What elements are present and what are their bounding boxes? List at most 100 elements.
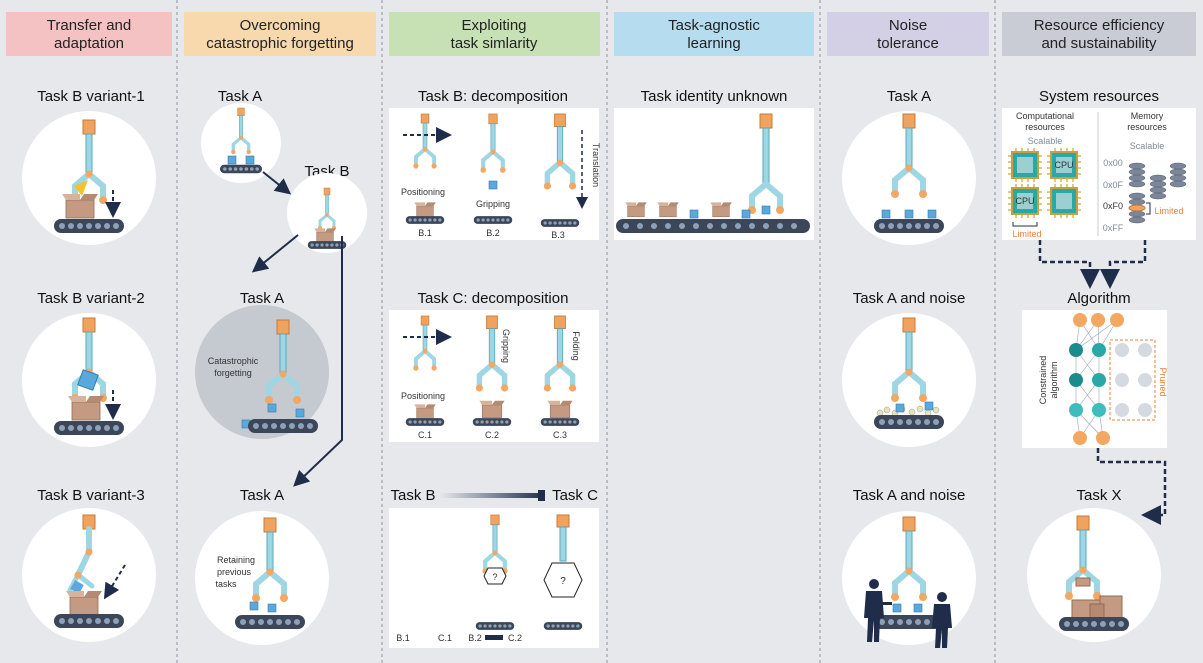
task-label: Task A	[240, 487, 284, 504]
network-nodes	[1069, 313, 1152, 445]
box-icon	[624, 202, 648, 218]
box-icon	[65, 590, 103, 616]
step-label: C.3	[553, 430, 567, 440]
step-label: B.3	[551, 230, 565, 240]
person-icon	[932, 592, 952, 648]
step-label: B.1	[418, 228, 432, 238]
algorithm-title: Algorithm	[1067, 290, 1130, 307]
mem-title: resources	[1127, 122, 1167, 132]
conveyor-icon	[540, 219, 580, 227]
conveyor-icon	[1059, 617, 1129, 631]
retain-text: tasks	[215, 579, 237, 589]
task-x-label: Task X	[1076, 487, 1121, 504]
scalable-label: Scalable	[1028, 136, 1063, 146]
header-line: Overcoming	[240, 17, 321, 34]
retain-text: Retaining	[217, 555, 255, 565]
conveyor-icon	[540, 418, 580, 426]
unknown-mark: ?	[492, 572, 497, 582]
header-line: catastrophic forgetting	[206, 35, 354, 52]
col6-resources: System resources Computational resources…	[1002, 88, 1196, 642]
action-label: Gripping	[501, 329, 511, 363]
pruned-label: Pruned	[1158, 367, 1168, 396]
conveyor-icon	[54, 219, 124, 233]
memory-stack-icon	[1128, 162, 1187, 224]
task-c-label: Task C	[552, 487, 598, 504]
task-label: Task A	[240, 290, 284, 307]
box-icon	[479, 400, 505, 418]
noise-label: Task A and noise	[853, 487, 966, 504]
conveyor-icon	[248, 419, 318, 433]
task-unknown-label: Task identity unknown	[641, 88, 788, 105]
header-line: task simlarity	[451, 35, 538, 52]
header-line: Transfer and	[47, 17, 132, 34]
cf-text: forgetting	[214, 368, 252, 378]
conveyor-icon	[405, 418, 445, 426]
mem-title: Memory	[1131, 111, 1164, 121]
box-icon	[61, 193, 99, 219]
conveyor-icon	[235, 615, 305, 629]
box-icon	[656, 202, 680, 218]
step-label: C.2	[485, 430, 499, 440]
noise-label: Task A	[887, 88, 931, 105]
header-forgetting: Overcoming catastrophic forgetting	[184, 12, 376, 56]
box-icon	[547, 400, 573, 418]
conveyor-icon	[54, 421, 124, 435]
header-transfer: Transfer and adaptation	[6, 12, 172, 56]
task-b-label: Task B	[390, 487, 435, 504]
constrained-label: Constrained	[1038, 356, 1048, 405]
conveyor-icon	[473, 216, 513, 224]
col3-similarity: Task B: decomposition Positioning B.1 Gr…	[389, 88, 601, 648]
unknown-mark: ?	[560, 576, 566, 587]
header-line: tolerance	[877, 35, 939, 52]
col1-transfer: Task B variant-1 Task B variant-2 Task B…	[22, 88, 156, 642]
box-icon	[413, 202, 437, 218]
header-line: Task-agnostic	[668, 17, 760, 34]
pruned-box	[1109, 339, 1156, 421]
comp-title: Computational	[1016, 111, 1074, 121]
transition-bar	[440, 493, 545, 498]
column-headers: Transfer and adaptation Overcoming catas…	[6, 12, 1196, 56]
header-line: Noise	[889, 17, 927, 34]
header-line: and sustainability	[1041, 35, 1157, 52]
noise-label: Task A and noise	[853, 290, 966, 307]
task-label: Task A	[218, 88, 262, 105]
col4-agnostic: Task identity unknown	[614, 88, 814, 240]
limited-label: Limited	[1012, 229, 1041, 239]
decomp-title: Task C: decomposition	[418, 290, 569, 307]
box-icon	[413, 404, 437, 420]
cpu-icon	[1046, 183, 1082, 219]
comp-title: resources	[1025, 122, 1065, 132]
conveyor-icon	[874, 415, 944, 429]
conveyor-icon	[472, 418, 512, 426]
conveyor-icon	[543, 622, 583, 630]
address-label: 0x00	[1103, 158, 1123, 168]
conveyor-icon	[874, 219, 944, 233]
action-label: Positioning	[401, 391, 445, 401]
person-icon	[864, 579, 892, 642]
step-label: B.2	[468, 633, 482, 643]
step-label: B.2	[486, 228, 500, 238]
header-line: Resource efficiency	[1034, 17, 1165, 34]
cpu-text: CPU	[1015, 196, 1034, 206]
box-icon	[709, 202, 733, 218]
limited-label: Limited	[1154, 206, 1183, 216]
address-label: 0x0F	[1103, 180, 1124, 190]
col5-noise: Task A Task A and noise Task A and noise	[842, 88, 976, 648]
conveyor-icon	[54, 614, 124, 628]
constrained-label: algorithm	[1049, 361, 1059, 398]
variant-label: Task B variant-3	[37, 487, 145, 504]
cpu-icon	[1007, 147, 1043, 183]
variant-label: Task B variant-1	[37, 88, 145, 105]
col2-forgetting: Task A Task B Task A Catastrophic forget…	[195, 88, 367, 645]
scalable-label: Scalable	[1130, 141, 1165, 151]
header-line: Exploiting	[461, 17, 526, 34]
header-line: learning	[687, 35, 740, 52]
conveyor-icon	[307, 241, 347, 249]
box-icon	[67, 395, 105, 421]
step-label: B.1	[396, 633, 410, 643]
box-icon	[313, 228, 337, 244]
retain-text: previous	[217, 567, 252, 577]
action-label: Positioning	[401, 187, 445, 197]
header-resource: Resource efficiency and sustainability	[1002, 12, 1196, 56]
step-label: C.1	[438, 633, 452, 643]
